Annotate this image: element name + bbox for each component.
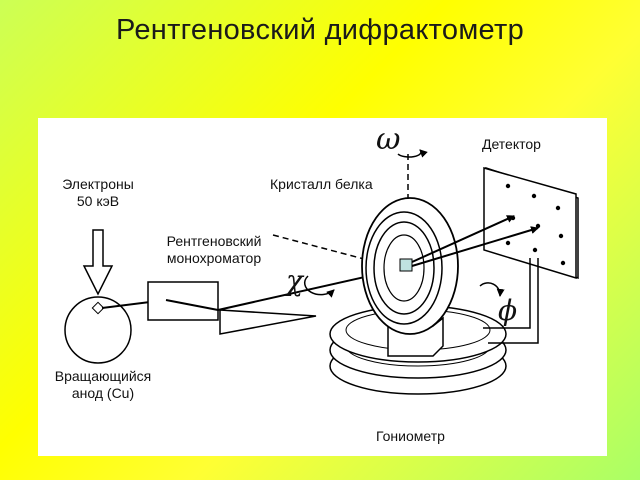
electrons-label-line2: 50 кэВ xyxy=(76,193,120,209)
omega-rotation-arrow xyxy=(397,149,428,158)
detector-label: Детектор xyxy=(482,136,541,152)
diffracted-beam-1 xyxy=(411,215,515,263)
phi-connector-2 xyxy=(488,258,539,344)
rotating-anode xyxy=(64,296,132,364)
rotating-anode-label: Вращающийся анод (Cu) xyxy=(40,368,166,402)
diagram-panel: Электроны 50 кэВ Вращающийся анод (Cu) Р… xyxy=(38,118,607,456)
detector-plane xyxy=(483,167,577,280)
electron-beam-arrow xyxy=(82,229,114,296)
crystal-label: Кристалл белка xyxy=(270,176,373,192)
protein-crystal xyxy=(399,258,413,272)
phi-rotation-arrow xyxy=(479,282,505,297)
beam-in-monochromator xyxy=(165,299,219,311)
phi-symbol: ϕ xyxy=(498,294,518,327)
electrons-label-line1: Электроны xyxy=(62,176,134,192)
omega-symbol: ω xyxy=(376,122,401,157)
rotating-anode-label-line2: анод (Cu) xyxy=(71,385,135,401)
diffracted-beam-2 xyxy=(411,226,539,267)
slide-title: Рентгеновский дифрактометр xyxy=(115,14,525,46)
diffractometer-diagram xyxy=(64,149,579,395)
monochromator-box xyxy=(147,281,219,321)
rotating-anode-label-line1: Вращающийся xyxy=(54,368,152,384)
electrons-label: Электроны 50 кэВ xyxy=(50,176,146,210)
monochromator-label-line2: монохроматор xyxy=(166,250,262,266)
goniometer-label: Гониометр xyxy=(376,428,445,444)
chi-rotation-arrow xyxy=(303,275,335,298)
phi-connector-1 xyxy=(483,258,531,329)
monochromator-label: Рентгеновский монохроматор xyxy=(154,233,274,267)
monochromator-label-line1: Рентгеновский xyxy=(166,233,262,249)
monochromator-wedge xyxy=(219,309,317,335)
chi-symbol: χ xyxy=(286,264,303,297)
